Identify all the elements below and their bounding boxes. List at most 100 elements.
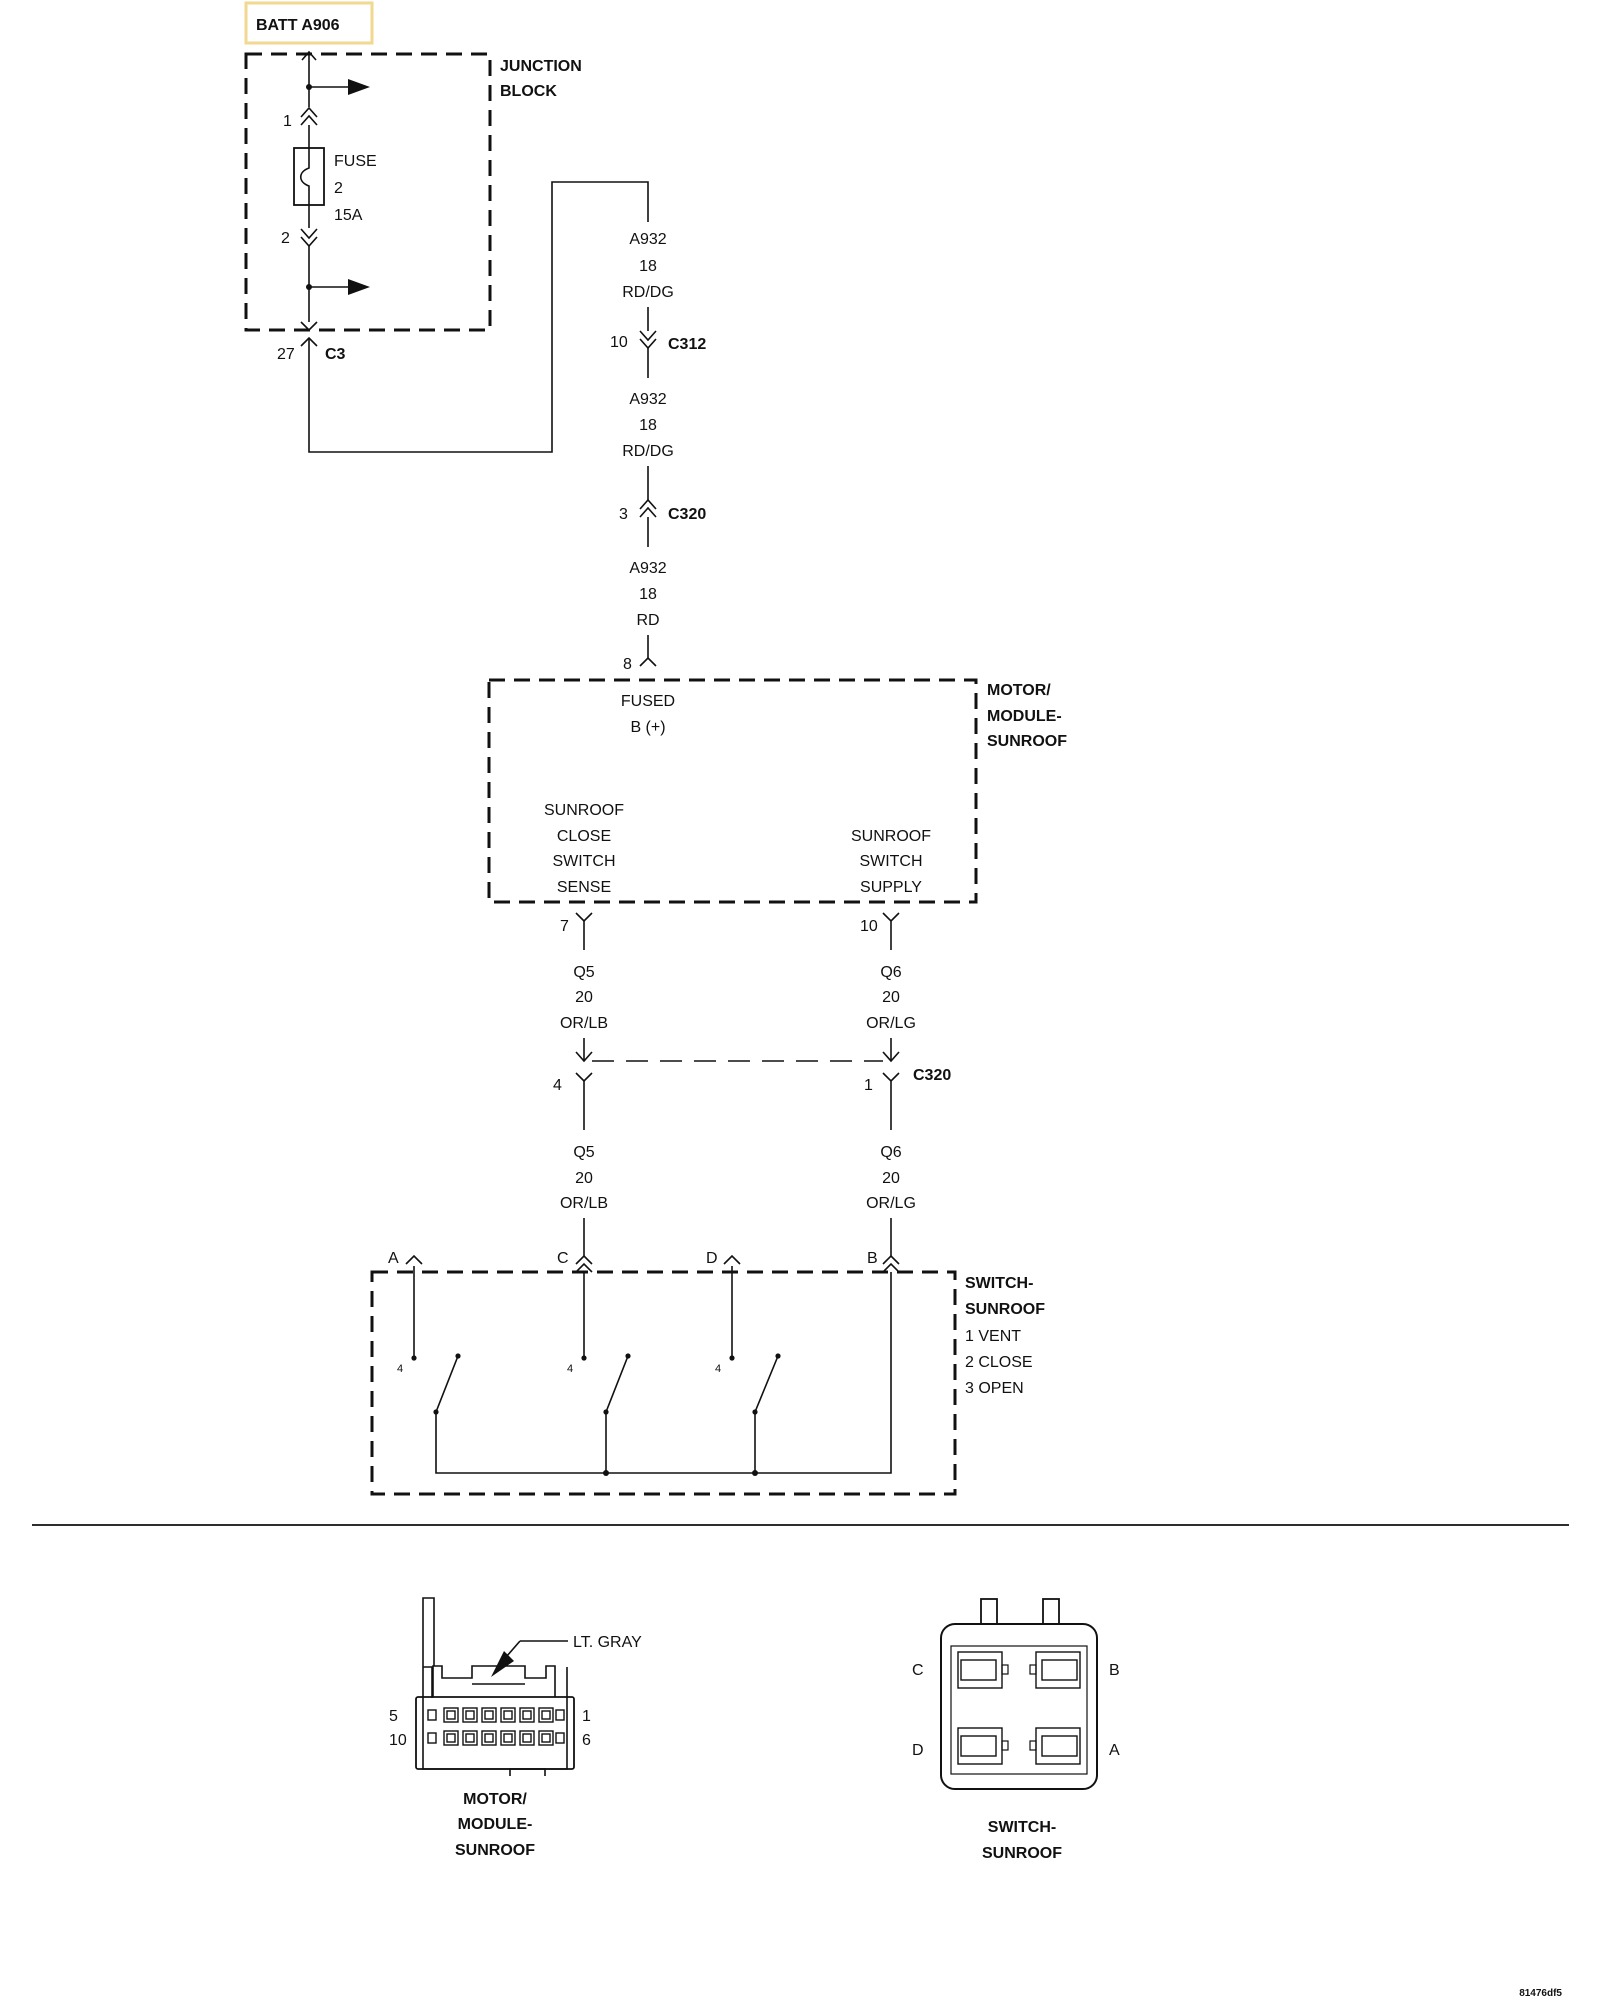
connector-view-title: MOTOR/ [463,1791,527,1808]
wire-circuit-label: Q6 [880,1144,901,1161]
connector-pin-cavity [446,1710,456,1720]
switch-pin-c-connector-icon [575,1254,593,1273]
wire-color-label: OR/LB [560,1015,608,1032]
bus-branch-arrow-icon [348,279,370,295]
module-connector-pins [427,1707,565,1746]
switch-supply-label: SUPPLY [860,879,922,896]
connector-pin-cavity [443,1730,459,1746]
switch-terminal-c [1001,1664,1009,1675]
c320-connector-label: C320 [668,506,706,523]
c320-q6-connector-icon [882,1051,900,1063]
switch-pin-d-label: D [706,1250,718,1267]
c320-pin-label: 3 [619,506,628,523]
c320-connector-label: C320 [913,1067,951,1084]
fuse-rating: 15A [334,207,363,224]
connector-pin-cavity [465,1733,475,1743]
connector-pin-cavity [555,1732,565,1744]
junction-block-border [244,52,492,332]
connector-pin-number: 1 [582,1708,591,1725]
connector-pin-cavity [555,1709,565,1721]
motor-module-title-3: SUNROOF [987,733,1067,750]
fused-label: FUSED [621,693,675,710]
splice-dot [752,1470,758,1476]
wire-circuit-label: Q5 [573,1144,594,1161]
wire-c3-to-a932 [308,181,649,453]
svg-text:BATT A906: BATT A906 [256,17,340,34]
c312-connector-icon [639,330,657,350]
wire-gauge-label: 18 [639,417,657,434]
switch-terminal-c [960,1659,997,1681]
wire-gauge-label: 20 [882,1170,900,1187]
wire-color-label: RD/DG [622,443,674,460]
connector-pin-cavity [503,1710,513,1720]
connector-pin-cavity [427,1732,437,1744]
wire-color-label: OR/LB [560,1195,608,1212]
connector-pin-number: 6 [582,1732,591,1749]
module-connector-tab [509,1768,546,1776]
fuse-element-icon [299,148,310,205]
c320-q5-pin-label: 4 [553,1077,562,1094]
motor-module-title-2: MODULE- [987,708,1062,725]
module-pin-10-connector-icon [882,912,900,923]
close-sense-label: SWITCH [552,853,615,870]
connector-pin-letter: B [1109,1662,1120,1679]
module-pin-8-label: 8 [623,656,632,673]
connector-pin-letter: C [912,1662,924,1679]
wire-color-label: RD [636,612,659,629]
bus-branch-arrow-icon [348,79,370,95]
wire-color-label: RD/DG [622,284,674,301]
switch-position-label: 3 OPEN [965,1380,1024,1397]
c312-pin-label: 10 [610,334,628,351]
connector-pin-cavity [462,1707,478,1723]
c320-q6-connector-icon [882,1072,900,1083]
connector-pin-cavity [522,1710,532,1720]
module-pin-7-connector-icon [575,912,593,923]
switch-sunroof: SWITCH- SUNROOF 1 VENT 2 CLOSE 3 OPEN A … [370,1250,1045,1496]
switch-terminal-b [1041,1659,1078,1681]
switch-sunroof-border [370,1270,957,1496]
c320-q6-pin-label: 1 [864,1077,873,1094]
switch-common-bus [435,1272,892,1474]
switch-contact-dot [411,1355,417,1361]
motor-module-sunroof: MOTOR/ MODULE- SUNROOF FUSED B (+) SUNRO… [487,678,1067,904]
switch-sunroof-title: SWITCH- [965,1275,1033,1292]
fuse-pin-2-label: 2 [281,230,290,247]
fuse-label: FUSE [334,153,377,170]
switch-terminal-d [960,1735,997,1757]
switch-contact-label: 4 [715,1363,721,1375]
batt-label[interactable]: BATT A906 [244,1,374,45]
connector-pin-cavity [462,1730,478,1746]
connector-pin-cavity [522,1733,532,1743]
wire-circuit-label: A932 [629,391,666,408]
switch-contact-label: 4 [397,1363,403,1375]
connector-pin-cavity [465,1710,475,1720]
switch-contact-dot [581,1355,587,1361]
connector-pin-cavity [500,1707,516,1723]
connector-pin-cavity [541,1710,551,1720]
connector-pin-cavity [446,1733,456,1743]
connector-pin-cavity [481,1707,497,1723]
c3-connector-label: C3 [325,346,346,363]
connector-pin-number: 10 [389,1732,407,1749]
junction-block: JUNCTION BLOCK 1 FUSE 2 15A 2 [244,50,582,332]
junction-block-title-2: BLOCK [500,83,557,100]
switch-position-label: 2 CLOSE [965,1354,1033,1371]
switch-pin-b-connector-icon [882,1254,900,1273]
connector-pin-cavity [541,1733,551,1743]
connector-pin-cavity [484,1733,494,1743]
wire-gauge-label: 20 [575,989,593,1006]
switch-pin-d-connector-icon [723,1254,741,1265]
wire-gauge-label: 18 [639,586,657,603]
switch-sunroof-title-2: SUNROOF [965,1301,1045,1318]
c320-connector-icon [639,498,657,518]
switch-terminal-d [1001,1740,1009,1751]
junction-block-title: JUNCTION [500,58,582,75]
connector-view-title: SUNROOF [982,1845,1062,1862]
switch-pin-b-label: B [867,1250,878,1267]
connector-view-title: SUNROOF [455,1842,535,1859]
switch-connector-body [940,1623,1098,1790]
switch-blade-icon [435,1355,459,1413]
connector-pin-cavity [484,1710,494,1720]
switch-supply-label: SUNROOF [851,828,931,845]
switch-position-label: 1 VENT [965,1328,1021,1345]
